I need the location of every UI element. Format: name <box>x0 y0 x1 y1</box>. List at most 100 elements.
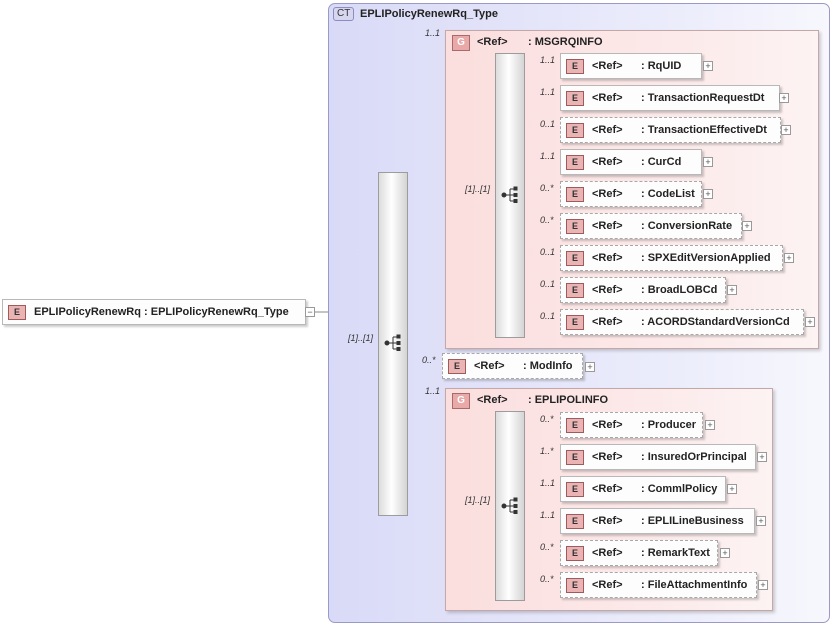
msgrqinfo-cardinality: 1..1 <box>425 28 441 38</box>
item-cardinality: 0..1 <box>540 119 556 129</box>
msgrqinfo-sequence-cardinality: [1]..[1] <box>465 184 491 194</box>
element-name: : Producer <box>641 419 697 431</box>
expand-icon[interactable]: + <box>756 516 766 526</box>
group-badge: G <box>452 393 470 409</box>
expand-icon[interactable]: + <box>781 125 791 135</box>
complex-type-badge: CT <box>333 7 355 21</box>
element-badge: E <box>566 450 584 465</box>
element-badge: E <box>566 155 584 170</box>
item-cardinality: 1..1 <box>540 510 556 520</box>
ref-label: <Ref> <box>592 515 623 527</box>
element-name: : ConversionRate <box>641 220 733 232</box>
group-badge: G <box>452 35 470 51</box>
ref-label: <Ref> <box>592 252 623 264</box>
element-broadlobcd[interactable]: E <Ref> : BroadLOBCd <box>560 277 726 303</box>
item-cardinality: 0..* <box>540 574 554 584</box>
expand-icon[interactable]: + <box>703 157 713 167</box>
ref-label: <Ref> <box>592 188 623 200</box>
ref-label: <Ref> <box>592 483 623 495</box>
element-name: : BroadLOBCd <box>641 284 718 296</box>
element-name: : ACORDStandardVersionCd <box>641 316 790 328</box>
sequence-icon <box>501 497 518 514</box>
ref-label: <Ref> <box>592 124 623 136</box>
element-badge: E <box>566 123 584 138</box>
main-sequence-bar <box>378 172 408 516</box>
element-name: : FileAttachmentInfo <box>641 579 748 591</box>
modinfo-cardinality: 0..* <box>422 355 436 365</box>
element-badge: E <box>566 514 584 529</box>
group-ref-label: <Ref> <box>477 394 508 406</box>
element-badge: E <box>566 59 584 74</box>
element-commlpolicy[interactable]: E <Ref> : CommlPolicy <box>560 476 726 502</box>
expand-icon[interactable]: + <box>705 420 715 430</box>
element-name: : TransactionRequestDt <box>641 92 765 104</box>
item-cardinality: 1..1 <box>540 87 556 97</box>
ref-label: <Ref> <box>592 284 623 296</box>
element-insuredorprincipal[interactable]: E <Ref> : InsuredOrPrincipal <box>560 444 756 470</box>
expand-icon[interactable]: − <box>305 307 315 317</box>
group-name-label: : EPLIPOLINFO <box>528 394 609 406</box>
element-producer[interactable]: E <Ref> : Producer <box>560 412 703 438</box>
element-badge: E <box>448 359 466 374</box>
ref-label: <Ref> <box>474 360 505 372</box>
element-name: : EPLILineBusiness <box>641 515 744 527</box>
expand-icon[interactable]: + <box>779 93 789 103</box>
element-acordstandardversioncd[interactable]: E <Ref> : ACORDStandardVersionCd <box>560 309 804 335</box>
ref-label: <Ref> <box>592 419 623 431</box>
expand-icon[interactable]: + <box>742 221 752 231</box>
expand-icon[interactable]: + <box>727 285 737 295</box>
element-name: : RqUID <box>641 60 682 72</box>
expand-icon[interactable]: + <box>758 580 768 590</box>
element-eplilinebusiness[interactable]: E <Ref> : EPLILineBusiness <box>560 508 755 534</box>
ref-label: <Ref> <box>592 316 623 328</box>
item-cardinality: 1..1 <box>540 55 556 65</box>
expand-icon[interactable]: + <box>805 317 815 327</box>
eplipolinfo-cardinality: 1..1 <box>425 386 441 396</box>
element-name: : CurCd <box>641 156 682 168</box>
element-badge: E <box>8 305 26 320</box>
expand-icon[interactable]: + <box>703 61 713 71</box>
element-conversionrate[interactable]: E <Ref> : ConversionRate <box>560 213 742 239</box>
item-cardinality: 0..1 <box>540 247 556 257</box>
expand-icon[interactable]: + <box>720 548 730 558</box>
element-rquid[interactable]: E <Ref> : RqUID <box>560 53 702 79</box>
expand-icon[interactable]: + <box>757 452 767 462</box>
group-ref-label: <Ref> <box>477 36 508 48</box>
element-transactionrequestdt[interactable]: E <Ref> : TransactionRequestDt <box>560 85 780 111</box>
element-badge: E <box>566 187 584 202</box>
element-remarktext[interactable]: E <Ref> : RemarkText <box>560 540 718 566</box>
element-codelist[interactable]: E <Ref> : CodeList <box>560 181 702 207</box>
item-cardinality: 0..1 <box>540 279 556 289</box>
item-cardinality: 0..* <box>540 215 554 225</box>
element-badge: E <box>566 219 584 234</box>
expand-icon[interactable]: + <box>784 253 794 263</box>
element-badge: E <box>566 482 584 497</box>
expand-icon[interactable]: + <box>727 484 737 494</box>
item-cardinality: 1..1 <box>540 151 556 161</box>
eplipolinfo-sequence-cardinality: [1]..[1] <box>465 495 491 505</box>
item-cardinality: 0..* <box>540 414 554 424</box>
expand-icon[interactable]: + <box>703 189 713 199</box>
element-fileattachmentinfo[interactable]: E <Ref> : FileAttachmentInfo <box>560 572 757 598</box>
main-sequence-cardinality: [1]..[1] <box>348 333 374 343</box>
ref-label: <Ref> <box>592 92 623 104</box>
element-name: : ModInfo <box>523 360 573 372</box>
element-curcd[interactable]: E <Ref> : CurCd <box>560 149 702 175</box>
element-transactioneffectivedt[interactable]: E <Ref> : TransactionEffectiveDt <box>560 117 781 143</box>
root-element-label: EPLIPolicyRenewRq : EPLIPolicyRenewRq_Ty… <box>34 306 289 318</box>
element-modinfo[interactable]: E <Ref> : ModInfo <box>442 353 583 379</box>
element-badge: E <box>566 546 584 561</box>
element-badge: E <box>566 251 584 266</box>
expand-icon[interactable]: + <box>585 362 595 372</box>
element-badge: E <box>566 418 584 433</box>
element-badge: E <box>566 283 584 298</box>
element-spxeditversionapplied[interactable]: E <Ref> : SPXEditVersionApplied <box>560 245 783 271</box>
root-element[interactable]: E EPLIPolicyRenewRq : EPLIPolicyRenewRq_… <box>2 299 306 325</box>
ref-label: <Ref> <box>592 156 623 168</box>
ref-label: <Ref> <box>592 451 623 463</box>
sequence-icon <box>501 186 518 203</box>
item-cardinality: 0..* <box>540 183 554 193</box>
ref-label: <Ref> <box>592 60 623 72</box>
ref-label: <Ref> <box>592 547 623 559</box>
ref-label: <Ref> <box>592 579 623 591</box>
